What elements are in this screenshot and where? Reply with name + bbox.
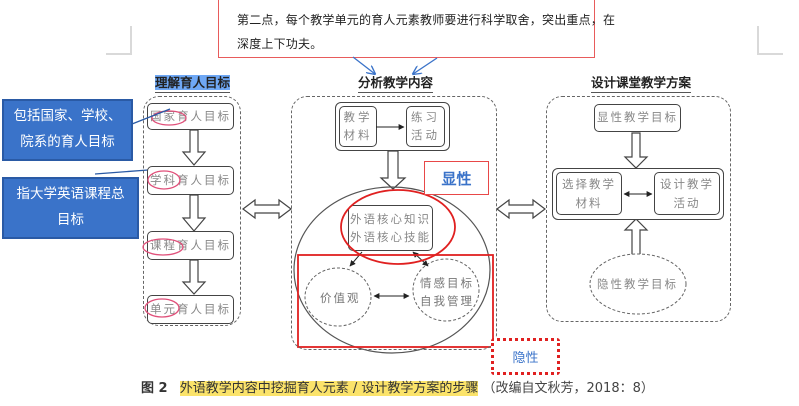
practice-activities-label: 练习活动 (411, 110, 440, 142)
left-section-title: 理解育人目标 (155, 72, 231, 93)
right-section-title: 设计课堂教学方案 (591, 72, 692, 93)
subject-goal-box: 学科育人目标 (147, 166, 234, 195)
right-up-arrow (623, 218, 649, 256)
double-arrow-middle-right (496, 198, 546, 220)
values-label: 价值观 (320, 291, 361, 305)
callout-2-leader (94, 169, 149, 175)
note-line-2: 深度上下功夫。 (237, 37, 323, 51)
explicit-tag: 显性 (424, 161, 489, 195)
figure-caption: 图 2 外语教学内容中挖掘育人元素 / 设计教学方案的步骤 （改编自文秋芳，20… (141, 377, 654, 396)
country-goal-box: 国家育人目标 (147, 103, 234, 130)
page-corner-mark-right (757, 26, 783, 55)
down-arrow-1 (181, 129, 207, 166)
note-arrow-left (352, 56, 375, 74)
implicit-goal-ellipse (589, 253, 687, 315)
left-panel (143, 96, 241, 326)
figure-title: 外语教学内容中挖掘育人元素 / 设计教学方案的步骤 (179, 381, 479, 396)
down-arrow-2 (181, 194, 207, 232)
select-materials-label: 选择教学材料 (562, 177, 616, 210)
values-circle (304, 267, 372, 327)
emotion-goal-label: 情感目标 (420, 276, 474, 290)
self-management-label: 自我管理 (420, 293, 474, 308)
down-arrow-3 (181, 259, 207, 295)
course-goal-box: 课程育人目标 (147, 231, 234, 260)
content-ellipse (293, 186, 491, 354)
select-materials-box: 选择教学材料 (556, 172, 622, 215)
middle-down-arrow (379, 150, 407, 190)
note-arrow-right (413, 57, 438, 74)
implicit-tag: 隐性 (491, 338, 560, 375)
emotion-label: 情感目标 自我管理 (419, 275, 475, 311)
practice-activities-box: 练习活动 (406, 106, 445, 147)
double-arrow-left-middle (242, 198, 292, 220)
right-panel (546, 96, 731, 322)
callout-2-line-2: 目标 (57, 212, 84, 228)
left-section-title-text: 理解育人目标 (155, 75, 231, 90)
callout-1-line-2: 院系的育人目标 (20, 134, 115, 150)
teaching-materials-box: 教学材料 (339, 106, 377, 147)
figure-source: （改编自文秋芳，2018：8） (482, 381, 654, 396)
core-knowledge-label: 外语核心知识 (350, 211, 431, 226)
callout-1-line-1: 包括国家、学校、 (13, 108, 122, 125)
teaching-materials-label: 教学材料 (343, 110, 373, 142)
figure-label: 图 2 (141, 381, 168, 396)
design-activities-label: 设计教学活动 (660, 177, 714, 210)
middle-panel (291, 96, 497, 350)
unit-goal-box: 单元育人目标 (147, 295, 234, 324)
callout-2-line-1: 指大学英语课程总 (16, 186, 125, 203)
note-line-1: 第二点，每个教学单元的育人元素教师要进行科学取舍，突出重点，在 (237, 13, 616, 27)
page-corner-mark-left (106, 26, 132, 55)
design-activities-box: 设计教学活动 (654, 172, 720, 215)
annotation-note-box: 第二点，每个教学单元的育人元素教师要进行科学取舍，突出重点，在 深度上下功夫。 (218, 0, 615, 58)
middle-section-title: 分析教学内容 (358, 72, 434, 93)
callout-course-goals: 指大学英语课程总 目标 (2, 177, 139, 239)
callout-institution-goals: 包括国家、学校、 院系的育人目标 (2, 99, 133, 161)
implicit-goal-label: 隐性教学目标 (597, 277, 678, 291)
core-skills-label: 外语核心技能 (350, 230, 431, 244)
explicit-goal-box: 显性教学目标 (594, 104, 681, 132)
core-knowledge-skills-box: 外语核心知识 外语核心技能 (348, 205, 433, 251)
right-down-arrow (623, 132, 649, 169)
